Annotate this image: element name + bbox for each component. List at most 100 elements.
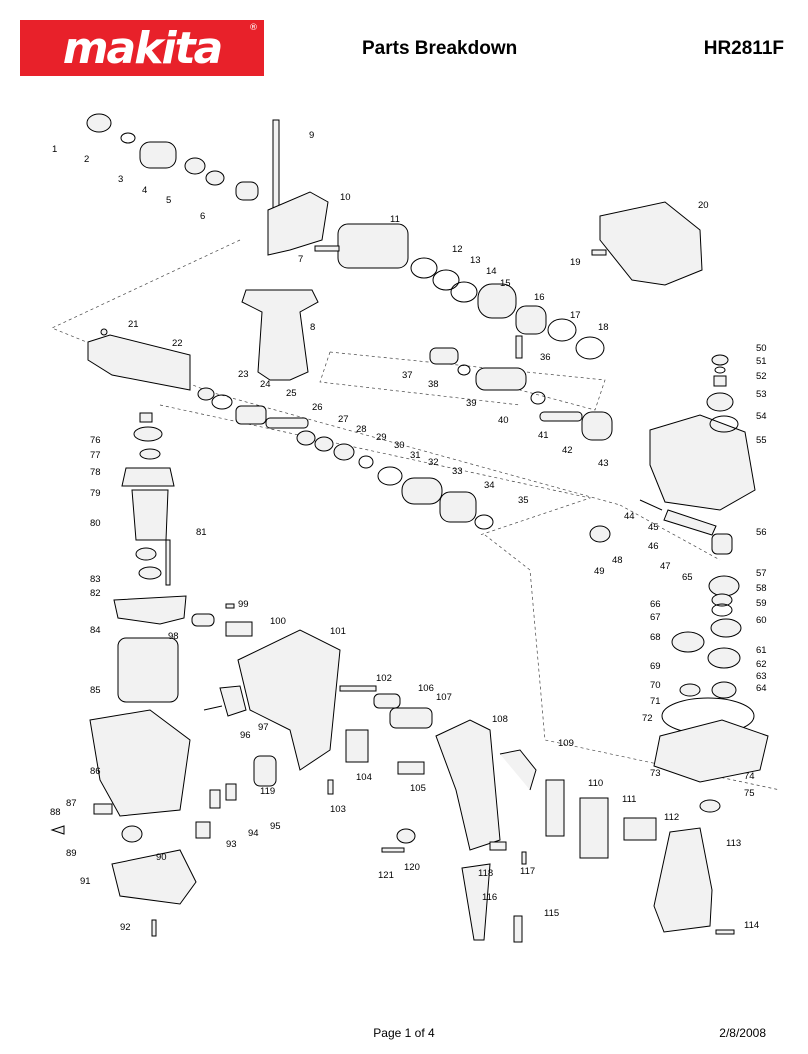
part-label-79: 79 [90, 488, 101, 499]
part-label-14: 14 [486, 266, 497, 277]
part-label-38: 38 [428, 379, 439, 390]
part-label-18: 18 [598, 322, 609, 333]
part-25-drawing [235, 405, 267, 425]
part-label-45: 45 [648, 522, 659, 533]
part-89-drawing [50, 825, 65, 835]
part-23-drawing [197, 387, 215, 401]
part-71-drawing [679, 683, 701, 697]
part-16-drawing [515, 305, 547, 335]
part-107-drawing [389, 707, 433, 729]
part-label-66: 66 [650, 599, 661, 610]
part-10-drawing [267, 191, 329, 256]
part-label-60: 60 [756, 615, 767, 626]
part-label-29: 29 [376, 432, 387, 443]
part-label-13: 13 [470, 255, 481, 266]
part-label-20: 20 [698, 200, 709, 211]
part-80-drawing [131, 489, 169, 541]
part-81-drawing [165, 539, 171, 586]
part-label-96: 96 [240, 730, 251, 741]
part-label-33: 33 [452, 466, 463, 477]
part-77-drawing [133, 426, 163, 442]
part-label-88: 88 [50, 807, 61, 818]
part-label-65: 65 [682, 572, 693, 583]
part-35-drawing [474, 514, 494, 530]
part-55-drawing [649, 414, 756, 511]
part-50-drawing [711, 354, 729, 366]
page-title: Parts Breakdown [362, 38, 518, 59]
part-93-drawing [195, 821, 211, 839]
part-label-8: 8 [310, 322, 315, 333]
part-label-28: 28 [356, 424, 367, 435]
part-label-113: 113 [726, 838, 741, 849]
part-label-4: 4 [142, 185, 147, 196]
part-111-drawing [579, 797, 609, 859]
part-label-19: 19 [570, 257, 581, 268]
part-117-drawing [521, 851, 527, 865]
part-label-93: 93 [226, 839, 237, 850]
part-label-73: 73 [650, 768, 661, 779]
part-108-drawing [435, 719, 501, 851]
part-label-25: 25 [286, 388, 297, 399]
part-2-drawing [120, 132, 136, 144]
part-113-drawing [653, 827, 713, 933]
part-37-drawing [429, 347, 459, 365]
part-68-drawing [671, 631, 705, 653]
part-3-drawing [139, 141, 177, 169]
part-28-drawing [314, 436, 334, 452]
part-drawings [50, 113, 769, 943]
part-label-42: 42 [562, 445, 573, 456]
part-92-drawing [151, 919, 157, 937]
part-9-drawing [272, 119, 280, 211]
part-100-drawing [225, 621, 253, 637]
part-6-drawing [235, 181, 259, 201]
part-24-drawing [211, 394, 233, 410]
part-78-drawing [139, 448, 161, 460]
part-27-drawing [296, 430, 316, 446]
print-date: 2/8/2008 [719, 1026, 766, 1040]
part-label-54: 54 [756, 411, 767, 422]
part-label-97: 97 [258, 722, 269, 733]
part-42-drawing [581, 411, 613, 441]
logo-wordmark: makita [62, 22, 224, 74]
part-label-98: 98 [168, 631, 179, 642]
part-label-83: 83 [90, 574, 101, 585]
part-label-109: 109 [558, 738, 574, 749]
part-label-90: 90 [156, 852, 167, 863]
part-18-drawing [575, 336, 605, 360]
part-label-67: 67 [650, 612, 661, 623]
part-118-drawing [489, 841, 507, 851]
part-13-drawing [432, 269, 460, 291]
part-90-drawing [121, 825, 143, 843]
part-label-49: 49 [594, 566, 605, 577]
part-label-103: 103 [330, 804, 346, 815]
part-label-36: 36 [540, 352, 551, 363]
part-label-69: 69 [650, 661, 661, 672]
part-label-102: 102 [376, 673, 392, 684]
part-label-50: 50 [756, 343, 767, 354]
part-110-drawing [545, 779, 565, 837]
part-38-drawing [457, 364, 471, 376]
part-label-5: 5 [166, 195, 171, 206]
part-label-74: 74 [744, 771, 755, 782]
part-33-drawing [439, 491, 477, 523]
part-label-23: 23 [238, 369, 249, 380]
part-label-46: 46 [648, 541, 659, 552]
part-label-15: 15 [500, 278, 511, 289]
part-label-117: 117 [520, 866, 535, 877]
part-label-37: 37 [402, 370, 413, 381]
part-85-drawing [117, 637, 179, 703]
part-label-114: 114 [744, 920, 759, 931]
part-label-12: 12 [452, 244, 463, 255]
part-26-drawing [265, 417, 309, 429]
part-label-118: 118 [478, 868, 493, 879]
part-label-51: 51 [756, 356, 767, 367]
part-label-30: 30 [394, 440, 405, 451]
part-label-57: 57 [756, 568, 767, 579]
part-label-32: 32 [428, 457, 439, 468]
part-22-drawing [87, 334, 191, 391]
part-label-43: 43 [598, 458, 609, 469]
makita-logo: makita ® [20, 20, 264, 76]
part-1-drawing [86, 113, 112, 133]
part-31-drawing [377, 466, 403, 486]
part-label-84: 84 [90, 625, 101, 636]
